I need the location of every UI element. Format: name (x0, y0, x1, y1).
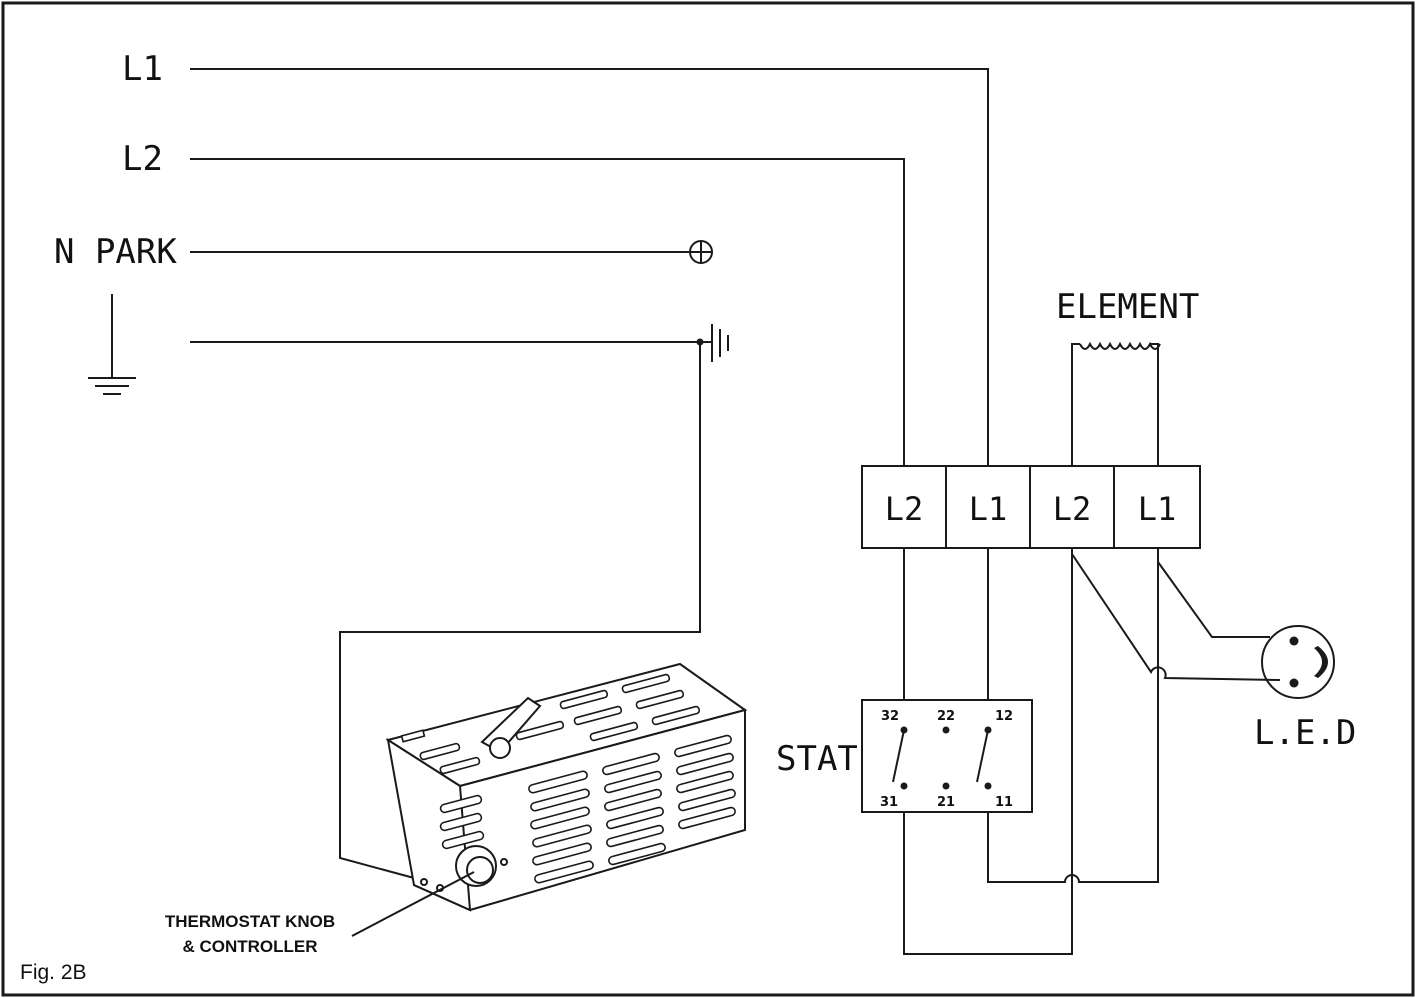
thermostat-caption-line-1: THERMOSTAT KNOB (165, 912, 335, 931)
led-label: L.E.D (1254, 713, 1356, 753)
thermostat-caption-line-2: & CONTROLLER (182, 937, 317, 956)
element-label: ELEMENT (1056, 287, 1199, 327)
terminal-label-4: L1 (1138, 490, 1177, 528)
terminal-block: L2 L1 L2 L1 (861, 465, 1201, 549)
stat-contact-22: 22 (937, 709, 955, 724)
terminal-label-2: L1 (969, 490, 1008, 528)
heater-controller-illustration (385, 662, 748, 912)
earth-ground-symbol (88, 294, 136, 395)
wire-led-l2 (1071, 553, 1281, 681)
neutral-terminal-symbol (689, 240, 713, 264)
wire-led-l1 (1157, 561, 1270, 638)
heating-element-coil (1071, 341, 1161, 466)
thermostat-switch: STAT 32 22 12 31 21 11 (776, 699, 1033, 813)
wire-earth-to-heater (339, 342, 701, 879)
label-l1: L1 (122, 49, 163, 89)
stat-contact-31: 31 (880, 795, 898, 810)
terminal-label-3: L2 (1053, 490, 1092, 528)
stat-contact-11: 11 (995, 795, 1013, 810)
figure-label: Fig. 2B (20, 961, 87, 984)
led-indicator (1261, 625, 1335, 699)
stat-contact-12: 12 (995, 709, 1013, 724)
stat-contact-21: 21 (937, 795, 955, 810)
label-l2: L2 (122, 139, 163, 179)
wire-l2-supply (190, 158, 905, 466)
wire-stat-11-return (987, 548, 1159, 883)
stat-label: STAT (776, 739, 858, 779)
wire-l1-supply (190, 68, 989, 466)
caption-leader-line (351, 871, 475, 937)
label-n-park: N PARK (54, 232, 177, 272)
wire-stat-31-return (903, 548, 1073, 955)
stat-contact-32: 32 (881, 709, 899, 724)
terminal-label-1: L2 (885, 490, 924, 528)
chassis-earth-symbol (700, 324, 729, 362)
